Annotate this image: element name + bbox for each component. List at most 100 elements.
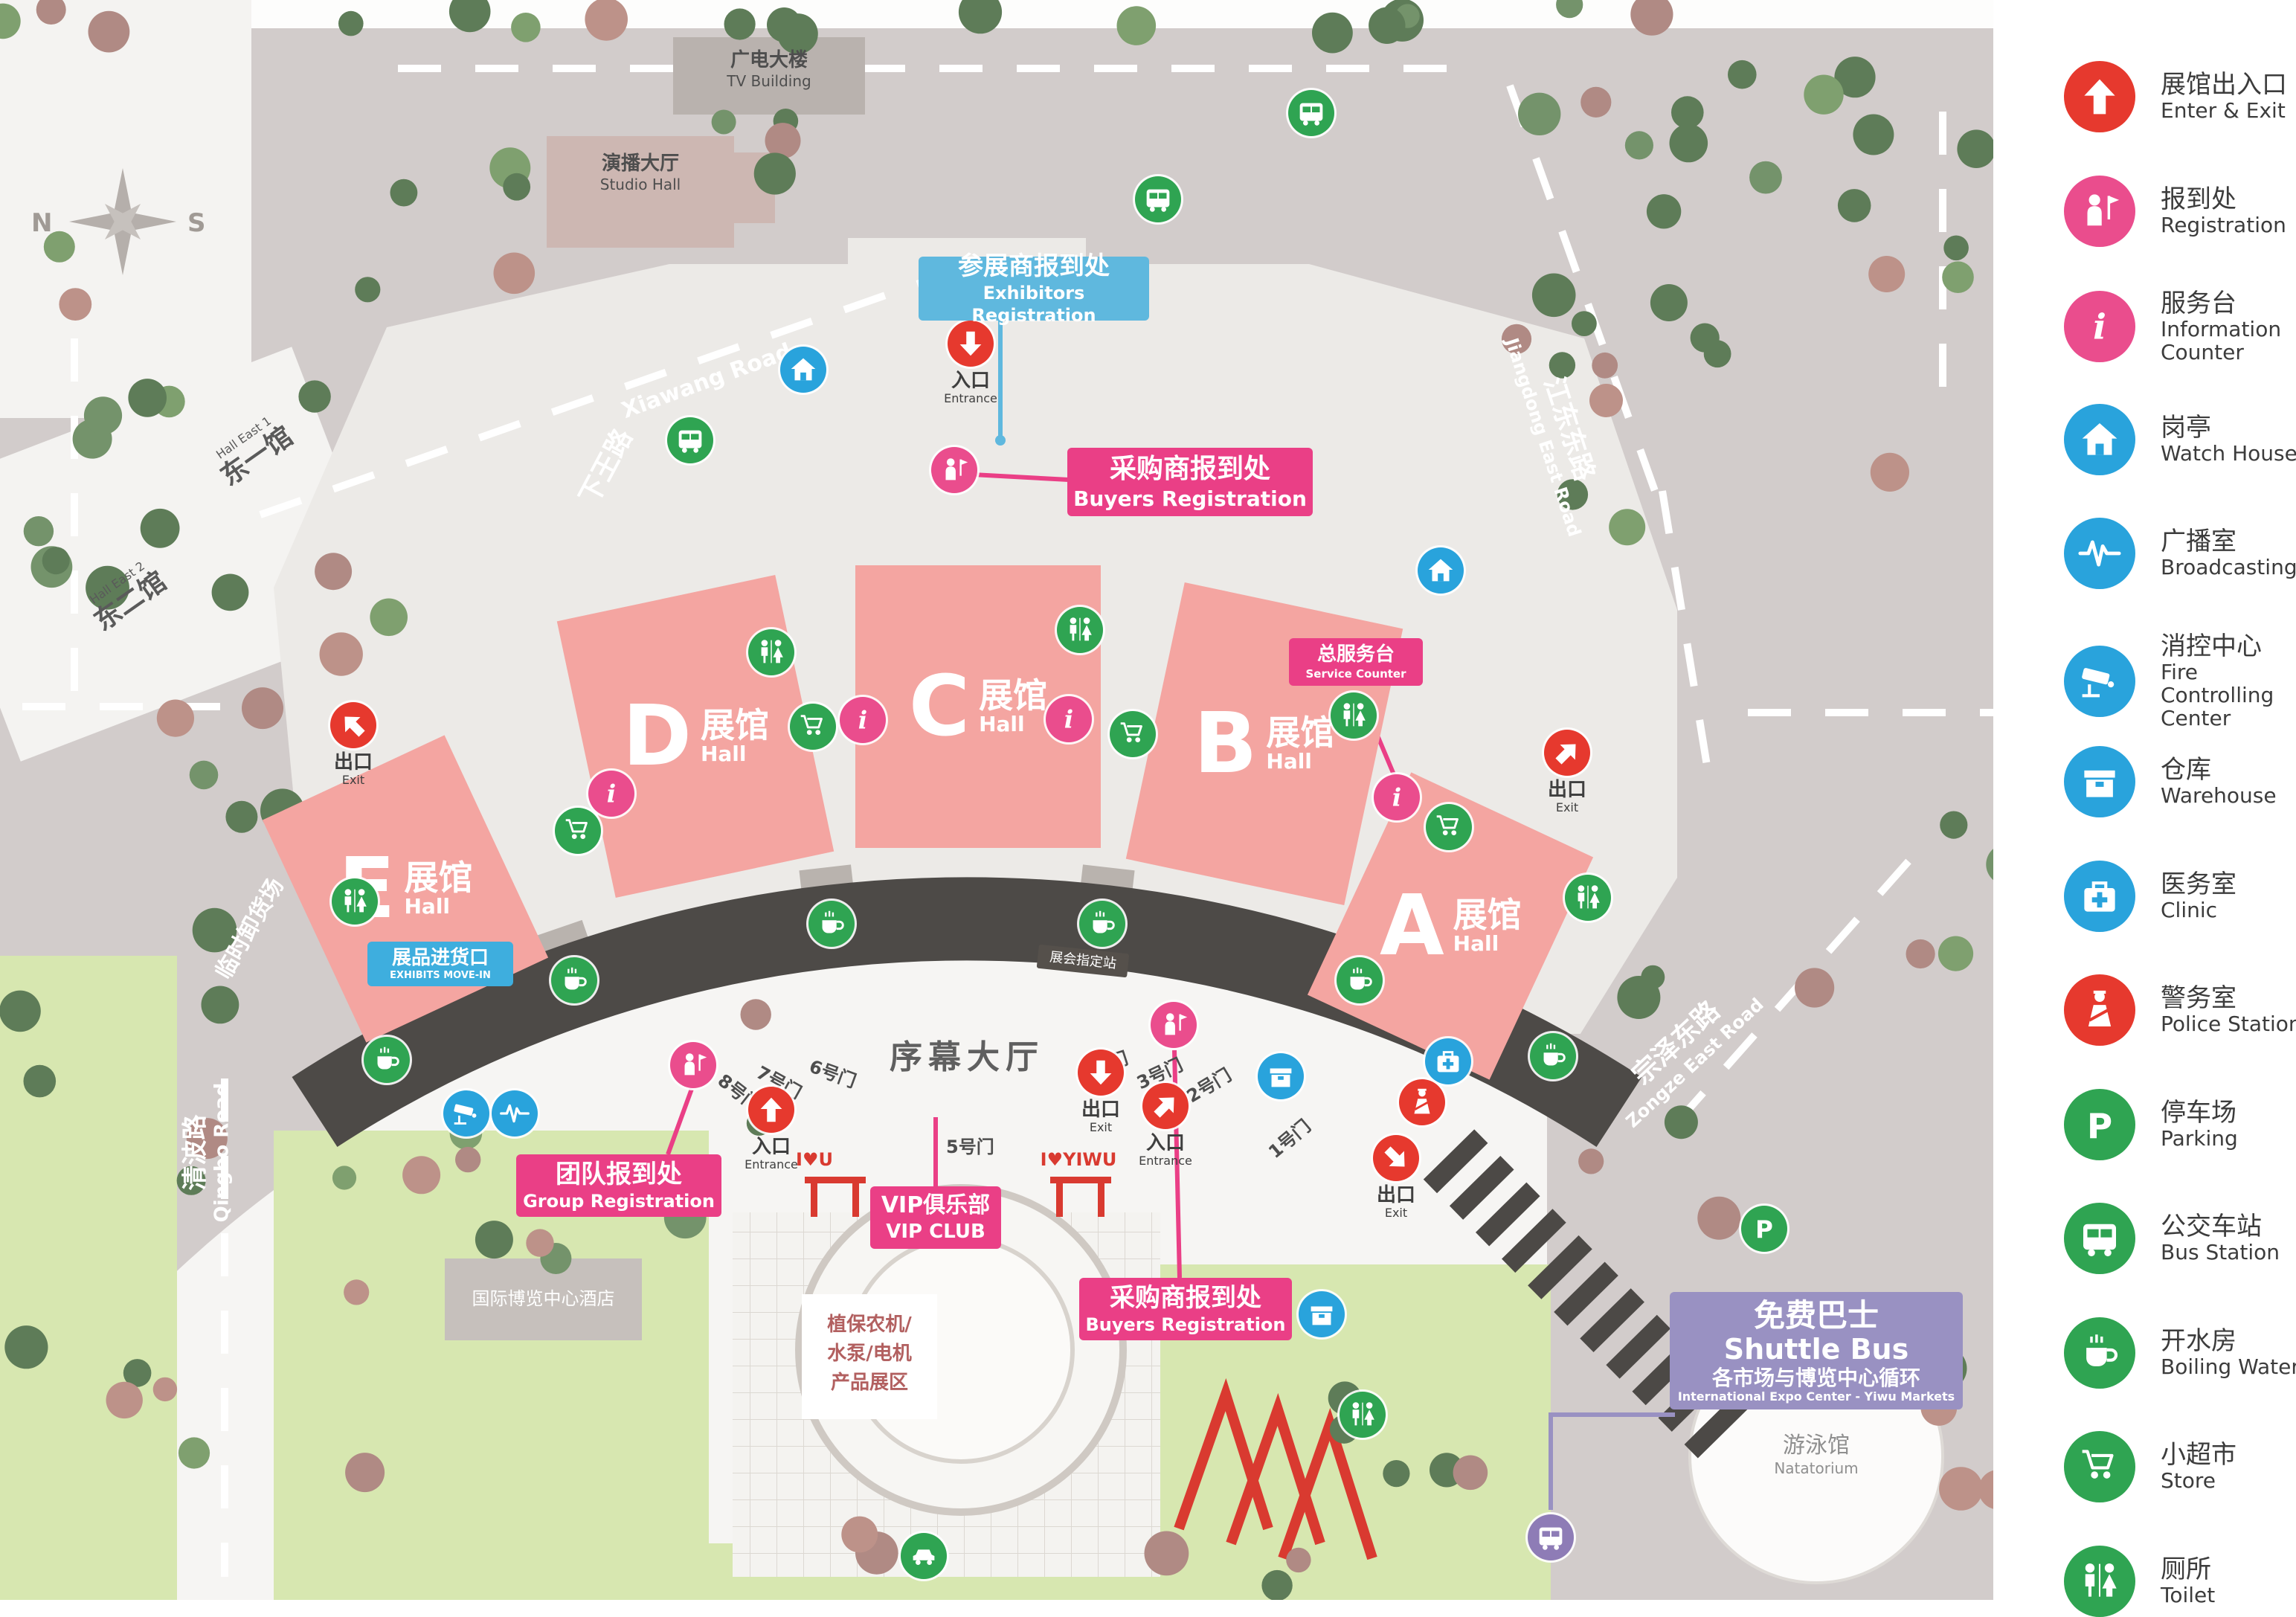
- legend-en: Watch House: [2161, 440, 2296, 466]
- legend-en: Enter & Exit: [2161, 98, 2286, 123]
- cctv-icon: [2064, 645, 2135, 717]
- buyers-registration-bottom-callout: 采购商报到处 Buyers Registration: [1079, 1278, 1292, 1340]
- group-registration-callout: 团队报到处 Group Registration: [516, 1154, 721, 1217]
- cart-icon: [790, 704, 836, 750]
- vip-club-zh: VIP俱乐部: [881, 1192, 991, 1218]
- arrow-icon: [2064, 61, 2135, 132]
- registration-icon: [2064, 175, 2135, 247]
- legend-zh: 消控中心: [2161, 631, 2262, 661]
- group-registration-zh: 团队报到处: [556, 1159, 682, 1189]
- legend-zh: 服务台: [2161, 289, 2236, 318]
- service-counter-zh: 总服务台: [1316, 643, 1395, 666]
- qingbo-road-zh: 清波路: [180, 1114, 210, 1191]
- legend-en: Clinic: [2161, 897, 2218, 922]
- cup-icon: [1530, 1033, 1576, 1079]
- legend-zh: 报到处: [2161, 184, 2236, 214]
- studio-hall-label: 演播大厅 Studio Hall: [547, 152, 734, 193]
- hotel-label: 国际博览中心酒店: [472, 1288, 615, 1309]
- studio-hall-en: Studio Hall: [599, 176, 681, 194]
- house-icon: [1418, 547, 1464, 594]
- arrow-icon: [330, 702, 376, 748]
- shuttle-bus-sub-zh: 各市场与博览中心循环: [1711, 1365, 1920, 1390]
- hall-b-letter: B: [1194, 695, 1258, 792]
- buyers-registration-bottom-en: Buyers Registration: [1085, 1314, 1286, 1336]
- hall-c-en: Hall: [979, 712, 1025, 737]
- bus-icon: [1528, 1514, 1574, 1560]
- toilet-icon: [1340, 1392, 1386, 1438]
- qingbo-road-en: Qingbo Road: [210, 1082, 234, 1223]
- vip-club-callout: VIP俱乐部 VIP CLUB: [870, 1186, 1001, 1249]
- shuttle-bus-zh: 免费巴士: [1753, 1296, 1879, 1334]
- legend-zh: 开水房: [2161, 1325, 2236, 1356]
- taxi-icon: [901, 1533, 947, 1579]
- legend-en: Boiling Water: [2161, 1354, 2296, 1379]
- exhibits-move-in-en: EXHIBITS MOVE-IN: [390, 970, 491, 982]
- cart-icon: [2064, 1431, 2135, 1502]
- cup-icon: [1337, 957, 1383, 1003]
- legend-zh: 公交车站: [2161, 1212, 2262, 1242]
- legend-zh: 警务室: [2161, 983, 2236, 1014]
- svg-text:i: i: [1392, 783, 1401, 812]
- hall-e-zh: 展馆: [404, 858, 473, 898]
- clinic-icon: [2064, 860, 2135, 932]
- info-icon: i: [588, 771, 634, 817]
- legend-en: Toilet: [2161, 1582, 2216, 1607]
- hall-a-en: Hall: [1453, 931, 1499, 957]
- house-icon: [2064, 403, 2135, 475]
- legend-en: Information Counter: [2161, 317, 2282, 365]
- arrow-icon: [1078, 1049, 1124, 1096]
- police-icon: [2064, 974, 2135, 1046]
- parking-icon: P: [1741, 1206, 1787, 1252]
- toilet-icon: [1331, 692, 1377, 739]
- legend-en: Parking: [2161, 1125, 2238, 1151]
- legend-zh: 厕所: [2161, 1554, 2211, 1584]
- legend-en: Police Station: [2161, 1012, 2296, 1037]
- registration-icon: [670, 1042, 716, 1088]
- toilet-icon: [748, 629, 794, 675]
- natatorium-label: 游泳馆 Natatorium: [1733, 1427, 1900, 1477]
- gate-5-label: 5号门: [946, 1137, 994, 1157]
- cart-icon: [1426, 804, 1472, 850]
- info-icon: i: [2064, 291, 2135, 363]
- legend-en: Store: [2161, 1468, 2216, 1494]
- legend-en: Broadcasting: [2161, 555, 2296, 580]
- shuttle-bus-sub-en: International Expo Center - Yiwu Markets: [1677, 1389, 1955, 1404]
- service-counter-callout: 总服务台 Service Counter: [1289, 638, 1423, 686]
- compass-star: [69, 168, 176, 275]
- hall-c-zh: 展馆: [979, 675, 1048, 716]
- vip-club-en: VIP CLUB: [886, 1220, 985, 1243]
- legend-zh: 岗亭: [2161, 412, 2211, 443]
- svg-text:i: i: [1064, 705, 1073, 734]
- svg-text:i: i: [858, 706, 867, 735]
- natatorium-zh: 游泳馆: [1783, 1433, 1850, 1459]
- cup-icon: [551, 957, 597, 1003]
- parking-icon: P: [2064, 1088, 2135, 1160]
- shuttle-bus-en: Shuttle Bus: [1723, 1333, 1909, 1366]
- plant-zone-line3: 产品展区: [830, 1372, 908, 1394]
- info-icon: i: [1046, 696, 1092, 742]
- shuttle-bus-callout: 免费巴士 Shuttle Bus 各市场与博览中心循环 Internationa…: [1670, 1292, 1963, 1409]
- bus-icon: [1288, 90, 1334, 136]
- bus-icon: [667, 417, 713, 463]
- qingbo-road-label: 清波路 Qingbo Road: [174, 1083, 233, 1223]
- group-registration-en: Group Registration: [523, 1191, 715, 1212]
- buyers-registration-bottom-zh: 采购商报到处: [1110, 1282, 1261, 1313]
- legend-zh: 广播室: [2161, 527, 2236, 557]
- cup-icon: [808, 901, 855, 947]
- hall-b-en: Hall: [1266, 749, 1313, 774]
- box-icon: [2064, 746, 2135, 817]
